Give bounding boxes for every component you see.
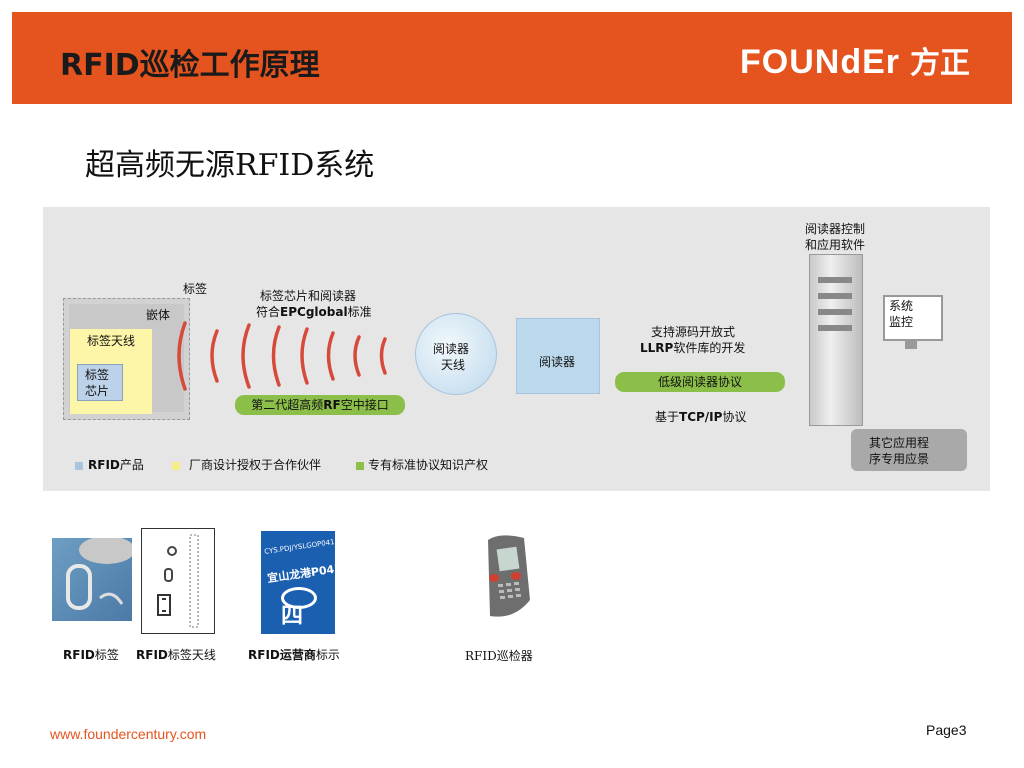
rfid-tag-photo	[52, 536, 135, 621]
tag-chip-box	[77, 364, 123, 401]
rfid-antenna-photo	[141, 528, 215, 634]
rfid-system-diagram: 标签 嵌体 标签天线 标签 芯片 标签芯片和阅读器 符合EPCglobal标准 …	[43, 207, 990, 491]
caption-rfid-tag: RFID标签	[63, 648, 119, 662]
label-epc-1: 标签芯片和阅读器	[260, 289, 357, 303]
operator-sign-photo: CYS.PDJ/YSLGOP041 宜山龙港P041 四	[261, 531, 343, 634]
page-title: RFID巡检工作原理	[60, 48, 320, 83]
monitor-icon	[883, 295, 943, 341]
logo-english: FOUNdEr	[740, 43, 900, 81]
gen2-air-interface-pill: 第二代超高频RF空中接口	[235, 395, 405, 415]
label-tcp: 基于TCP/IP协议	[655, 410, 747, 424]
caption-operator-sign: RFID运营商标示	[248, 648, 340, 662]
label-other-1: 其它应用程	[869, 436, 930, 450]
header-bar	[12, 12, 1012, 104]
legend-rfid: RFID产品	[88, 458, 144, 472]
page-number: Page3	[926, 722, 967, 738]
label-monitor-2: 监控	[889, 315, 914, 329]
label-llrp-2: LLRP软件库的开发	[640, 341, 746, 355]
legend-protocol: 专有标准协议知识产权	[368, 458, 489, 472]
legend-vendor: 厂商设计授权于合作伙伴	[189, 458, 322, 472]
rf-waves-icon	[177, 321, 425, 391]
reader-box	[516, 318, 600, 394]
label-tag-antenna: 标签天线	[87, 334, 136, 348]
label-tag: 标签	[183, 282, 208, 296]
caption-rfid-antenna: RFID标签天线	[136, 648, 216, 662]
label-llrp-1: 支持源码开放式	[651, 325, 736, 339]
label-epc-2: 符合EPCglobal标准	[256, 305, 372, 319]
legend-swatch-protocol	[356, 462, 364, 470]
logo-chinese: 方正	[910, 46, 970, 81]
label-other-2: 序专用应景	[869, 452, 930, 466]
server-icon	[809, 254, 863, 426]
monitor-stand-icon	[905, 341, 917, 349]
label-reader: 阅读器	[539, 355, 576, 369]
label-inlay: 嵌体	[146, 308, 171, 322]
low-level-reader-protocol-pill: 低级阅读器协议	[615, 372, 785, 392]
rfid-reader-device-photo	[470, 530, 542, 625]
label-software-1: 阅读器控制	[805, 222, 866, 236]
label-software-2: 和应用软件	[805, 238, 866, 252]
footer-url-link[interactable]: www.foundercentury.com	[50, 726, 207, 742]
legend-swatch-vendor	[172, 462, 180, 470]
label-reader-antenna-1: 阅读器	[433, 342, 470, 356]
legend-swatch-rfid	[75, 462, 83, 470]
label-tag-chip-1: 标签	[85, 368, 110, 382]
slide-subtitle: 超高频无源RFID系统	[85, 148, 375, 183]
label-reader-antenna-2: 天线	[441, 358, 466, 372]
founder-logo: FOUNdEr 方正	[740, 38, 970, 81]
reader-antenna-circle	[415, 313, 497, 395]
label-tag-chip-2: 芯片	[85, 384, 110, 398]
other-apps-box	[851, 429, 967, 471]
label-monitor-1: 系统	[889, 299, 914, 313]
caption-rfid-reader: RFID巡检器	[465, 649, 533, 663]
